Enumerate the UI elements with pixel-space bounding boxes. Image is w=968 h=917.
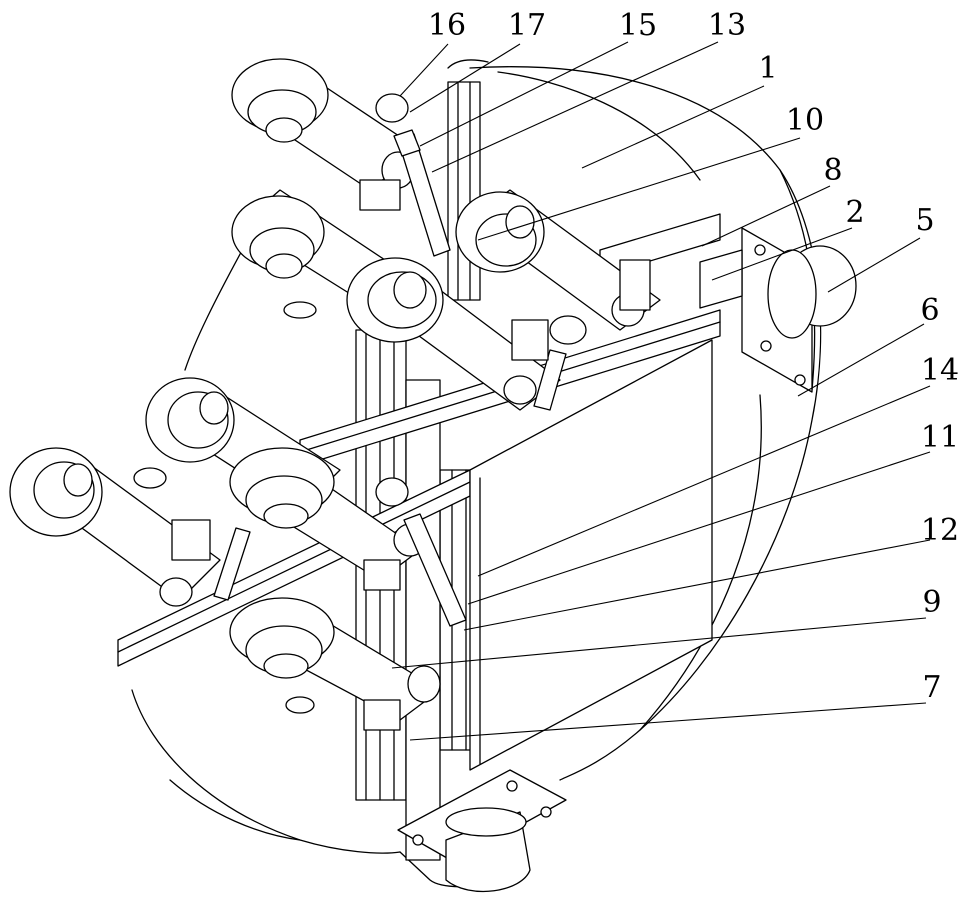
side-motor-assembly (700, 228, 856, 392)
reference-numeral-10: 10 (786, 103, 824, 138)
reference-numeral-2: 2 (845, 195, 864, 230)
reference-numeral-6: 6 (920, 293, 939, 328)
leader-line-6 (798, 324, 924, 396)
reference-numeral-7: 7 (922, 670, 941, 705)
reference-numeral-14: 14 (921, 353, 959, 388)
reference-numeral-15: 15 (619, 8, 657, 43)
leader-line-8 (702, 186, 830, 246)
reference-numeral-12: 12 (921, 513, 959, 548)
reference-numeral-8: 8 (823, 153, 842, 188)
reference-numeral-9: 9 (922, 585, 941, 620)
leader-line-10 (478, 138, 800, 240)
reference-numeral-5: 5 (915, 203, 934, 238)
reference-numeral-1: 1 (758, 51, 777, 86)
reference-numeral-17: 17 (508, 8, 546, 43)
reference-numeral-13: 13 (708, 8, 746, 43)
roller-arm-1 (232, 59, 420, 190)
face-plate (470, 340, 712, 770)
reference-numeral-11: 11 (921, 420, 959, 455)
leader-line-16 (400, 44, 448, 96)
reference-numeral-16: 16 (428, 8, 466, 43)
